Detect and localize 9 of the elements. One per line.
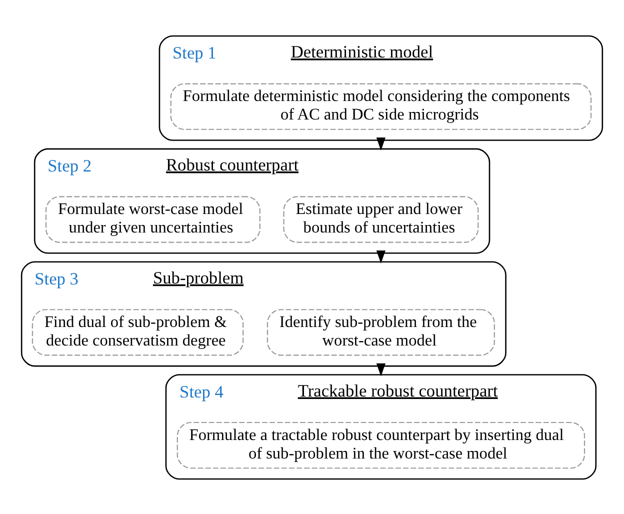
arrow — [376, 250, 386, 263]
node-box: Formulate deterministic model considering the components of AC and DC side microgrids — [170, 82, 592, 130]
node-box: Formulate a tractable robust counterpart by inserting dual of sub-problem in the worst-case model — [176, 421, 586, 468]
node-box: Formulate worst-case model under given uncertainties — [45, 196, 260, 242]
node-box: Identify sub-problem from the worst-case model — [266, 308, 495, 356]
node-box: Estimate upper and lower bounds of uncertainties — [283, 196, 479, 242]
node-box: Find dual of sub-problem & decide conservatism degree — [32, 308, 244, 356]
arrow — [376, 137, 386, 150]
arrow — [376, 362, 386, 376]
